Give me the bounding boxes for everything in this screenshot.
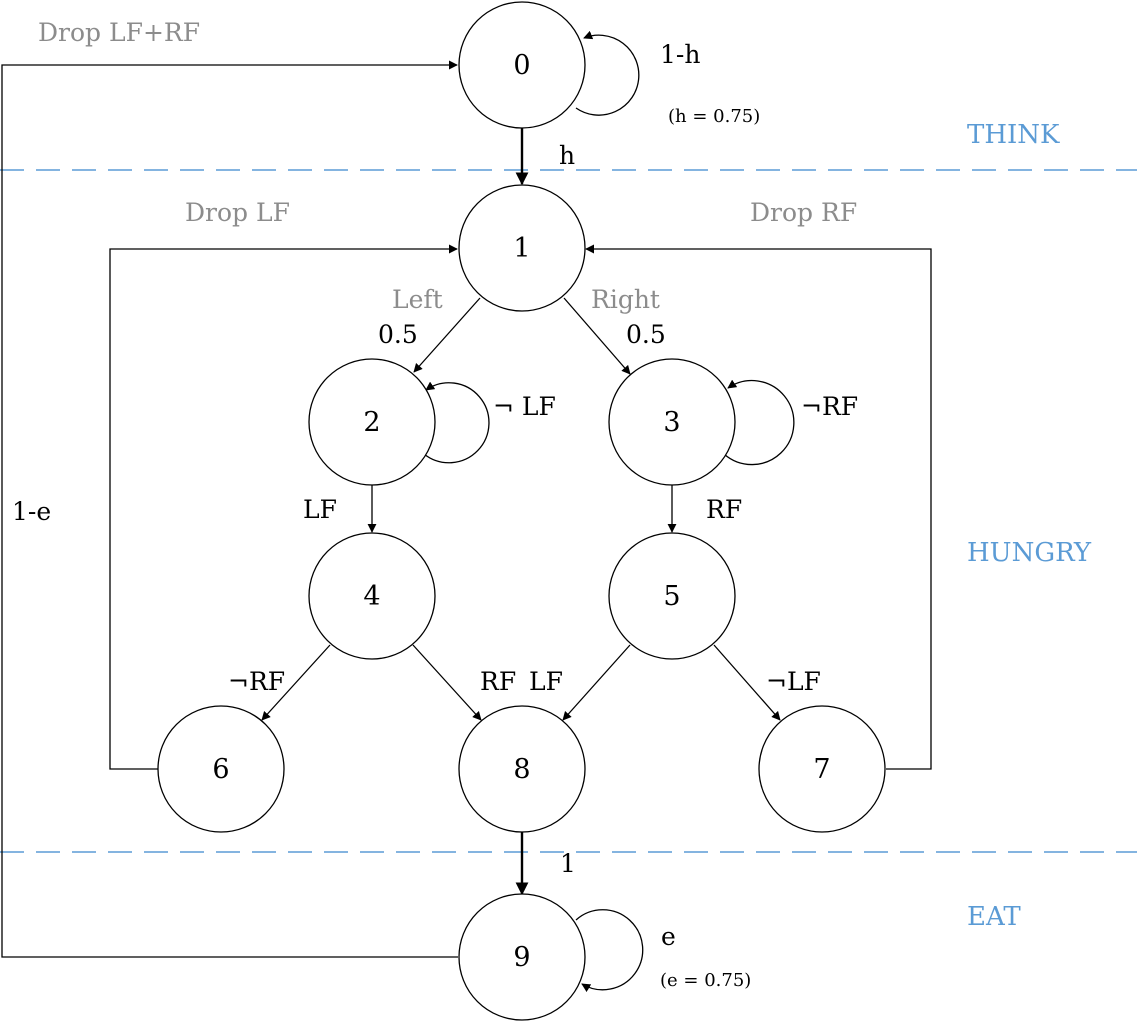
node-5-label: 5 — [663, 581, 680, 612]
edge-4-6-label: ¬RF — [228, 667, 285, 696]
edge-1-2 — [413, 297, 481, 373]
prob-left-label: 0.5 — [378, 320, 418, 349]
region-hungry-label: HUNGRY — [967, 538, 1092, 568]
region-think-label: THINK — [967, 120, 1060, 150]
right-label: Right — [591, 285, 660, 314]
edge-9-0-label: 1-e — [12, 497, 51, 526]
node-8-label: 8 — [513, 754, 530, 785]
drop-lf-label: Drop LF — [185, 198, 290, 227]
edge-1-3 — [563, 297, 631, 375]
node-2-label: 2 — [363, 407, 380, 438]
self-loop-3 — [723, 379, 795, 466]
node-9-label: 9 — [513, 942, 530, 973]
edge-4-6 — [261, 644, 331, 721]
self-loop-9 — [575, 909, 644, 993]
self-9-label: e — [661, 922, 676, 951]
self-loop-2 — [423, 381, 490, 464]
edge-3-5-label: RF — [706, 495, 742, 524]
drop-rf-label: Drop RF — [750, 198, 857, 227]
self-3-label: ¬RF — [801, 392, 858, 421]
node-9: 9 — [458, 893, 586, 1021]
edge-2-4-label: LF — [303, 495, 337, 524]
edge-6-1 — [109, 244, 458, 770]
node-5: 5 — [608, 532, 736, 660]
node-6-label: 6 — [212, 754, 229, 785]
node-1: 1 — [458, 184, 586, 312]
edge-4-8-label: RF — [480, 667, 516, 696]
node-7: 7 — [758, 705, 886, 833]
edge-4-8 — [412, 644, 482, 721]
edge-5-7-label: ¬LF — [766, 667, 821, 696]
self-loop-0 — [575, 30, 640, 116]
node-3-label: 3 — [663, 407, 680, 438]
edge-7-1 — [585, 244, 932, 770]
edge-5-7 — [713, 644, 781, 721]
e-param-label: (e = 0.75) — [660, 970, 751, 991]
prob-right-label: 0.5 — [626, 320, 666, 349]
node-0: 0 — [458, 1, 586, 129]
edge-9-0 — [1, 60, 458, 958]
node-6: 6 — [157, 705, 285, 833]
node-2: 2 — [308, 358, 436, 486]
node-3: 3 — [608, 358, 736, 486]
edge-5-8 — [562, 644, 631, 721]
node-4: 4 — [308, 532, 436, 660]
region-eat-label: EAT — [967, 902, 1021, 932]
edge-5-8-label: LF — [529, 667, 563, 696]
edge-0-1-label: h — [559, 141, 575, 170]
node-1-label: 1 — [513, 233, 530, 264]
self-0-label: 1-h — [660, 40, 700, 69]
node-7-label: 7 — [813, 754, 830, 785]
node-8: 8 — [458, 705, 586, 833]
node-4-label: 4 — [363, 581, 380, 612]
self-2-label: ¬ LF — [493, 392, 556, 421]
drop-all-label: Drop LF+RF — [38, 18, 200, 47]
h-param-label: (h = 0.75) — [668, 106, 760, 127]
node-0-label: 0 — [513, 50, 530, 81]
edge-8-9-label: 1 — [560, 849, 576, 878]
left-label: Left — [392, 285, 443, 314]
